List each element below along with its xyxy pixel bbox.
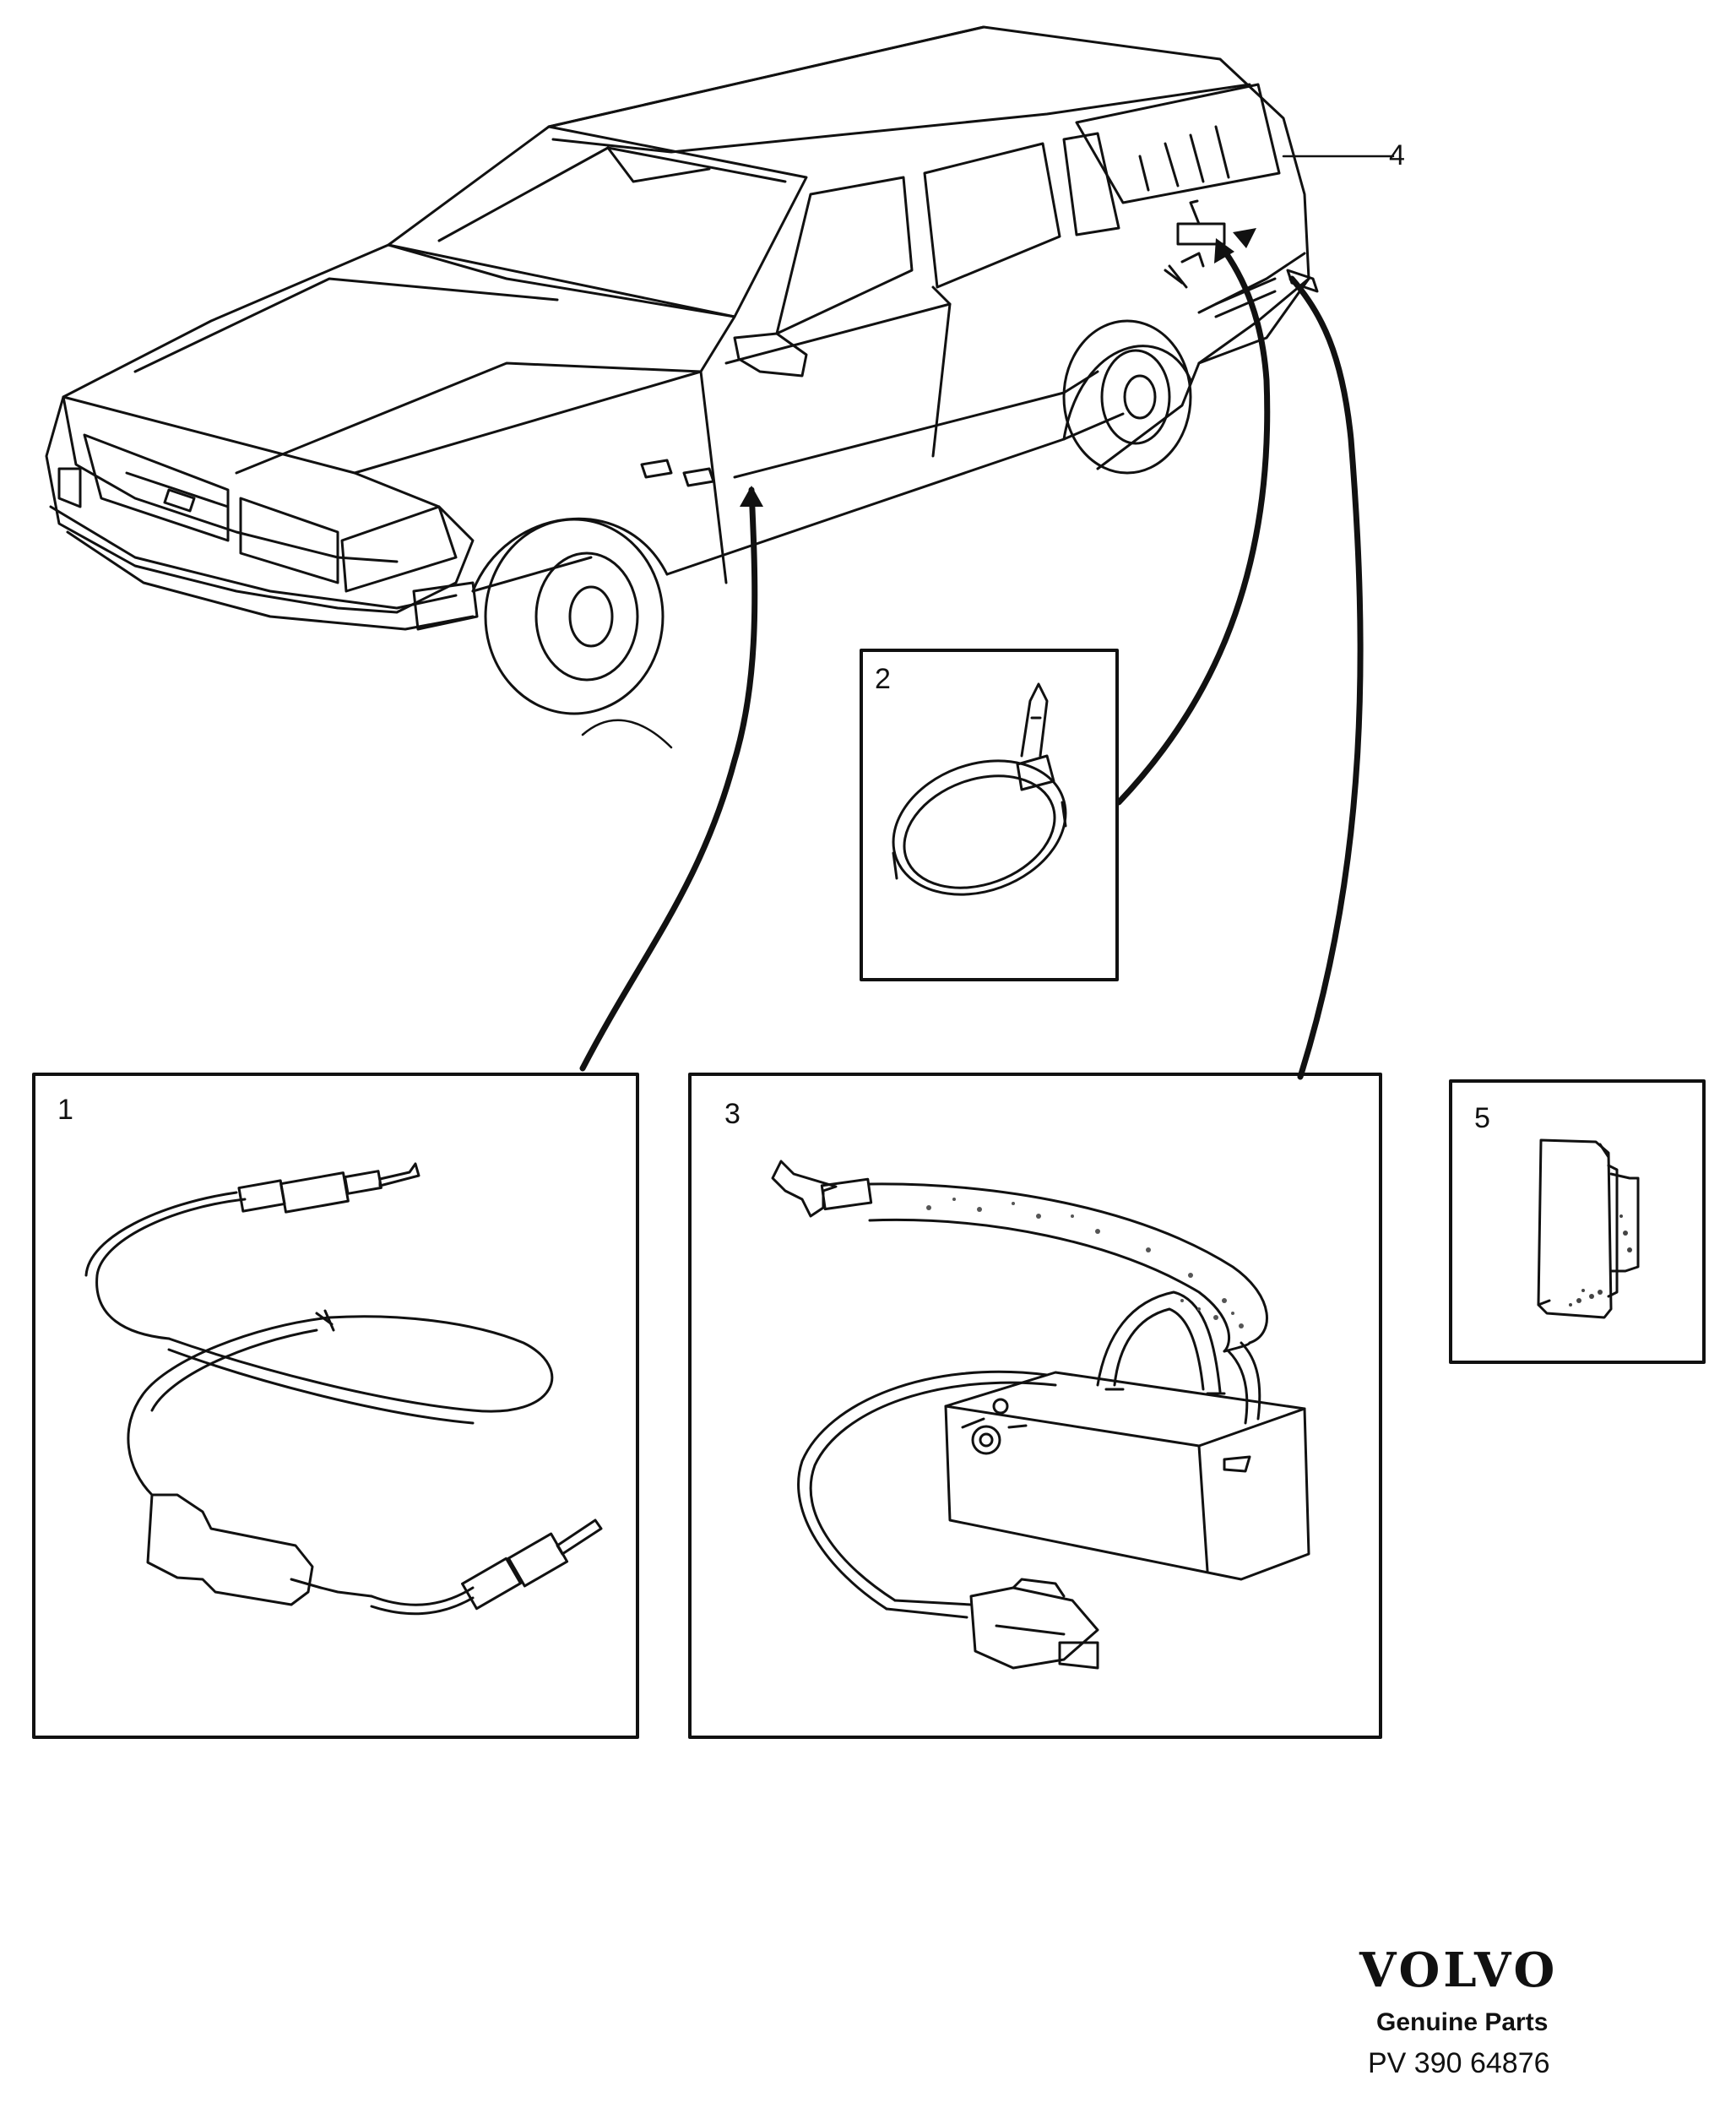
callout-4: 4 bbox=[1389, 139, 1405, 171]
part-1-antenna-extension-cable bbox=[84, 1162, 603, 1616]
callout-2: 2 bbox=[875, 663, 891, 695]
brand-subtitle: Genuine Parts bbox=[1376, 2008, 1549, 2036]
box-3-frame bbox=[688, 1073, 1382, 1739]
callout-5: 5 bbox=[1474, 1102, 1490, 1134]
part-3-antenna-amplifier bbox=[771, 1160, 1310, 1670]
box-5-frame bbox=[1449, 1079, 1706, 1364]
car-illustration bbox=[45, 25, 1319, 715]
leader-lines bbox=[581, 155, 1395, 749]
volvo-logo: VOLVO bbox=[1359, 1942, 1559, 1998]
callout-1: 1 bbox=[57, 1094, 73, 1126]
box-1-frame bbox=[32, 1073, 639, 1739]
arrowheads bbox=[740, 228, 1256, 507]
box-2-frame bbox=[860, 649, 1119, 981]
cable-callout-curves bbox=[579, 242, 1364, 1080]
part-5-clip bbox=[1537, 1138, 1640, 1319]
callout-3: 3 bbox=[724, 1098, 741, 1130]
part-3-foam-texture bbox=[926, 1198, 1244, 1328]
part-2-cable-tie bbox=[892, 682, 1067, 896]
part-5-texture bbox=[1569, 1214, 1632, 1307]
diagram-code: PV 390 64876 bbox=[1368, 2047, 1550, 2079]
